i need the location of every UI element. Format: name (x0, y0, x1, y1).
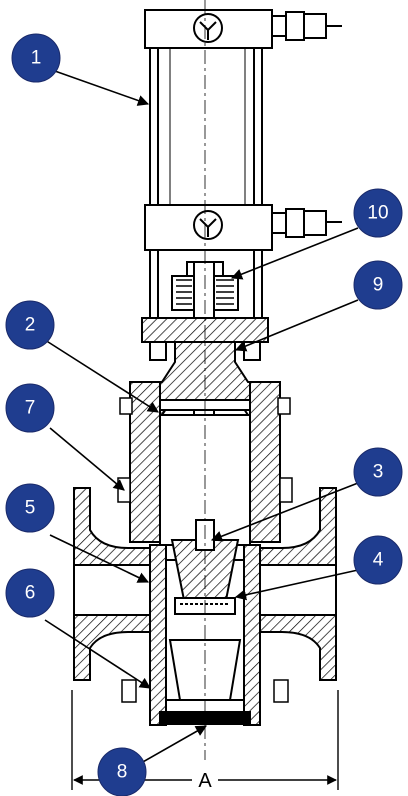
callout-2: 2 (5, 300, 55, 350)
callout-10: 10 (353, 188, 403, 238)
callout-label: 6 (25, 583, 36, 604)
leader-lines (44, 69, 359, 776)
callout-label: 1 (31, 48, 42, 69)
callout-label: 4 (373, 550, 384, 571)
callout-3: 3 (353, 447, 403, 497)
callout-label: 10 (367, 203, 388, 224)
callout-4: 4 (353, 535, 403, 585)
actuator-cylinder (144, 9, 342, 251)
callout-label: 3 (373, 462, 384, 483)
callout-label: 8 (117, 762, 128, 783)
callout-label: 9 (373, 275, 384, 296)
callout-6: 6 (5, 568, 55, 618)
dimension-label: A (198, 770, 212, 792)
callout-5: 5 (5, 483, 55, 533)
callout-7: 7 (5, 383, 55, 433)
spring-stack (176, 279, 234, 305)
callout-1: 1 (11, 33, 61, 83)
callout-label: 5 (25, 498, 36, 519)
callout-label: 7 (25, 398, 36, 419)
callout-label: 2 (25, 315, 36, 336)
callout-9: 9 (353, 260, 403, 310)
callout-8: 8 (97, 747, 147, 796)
